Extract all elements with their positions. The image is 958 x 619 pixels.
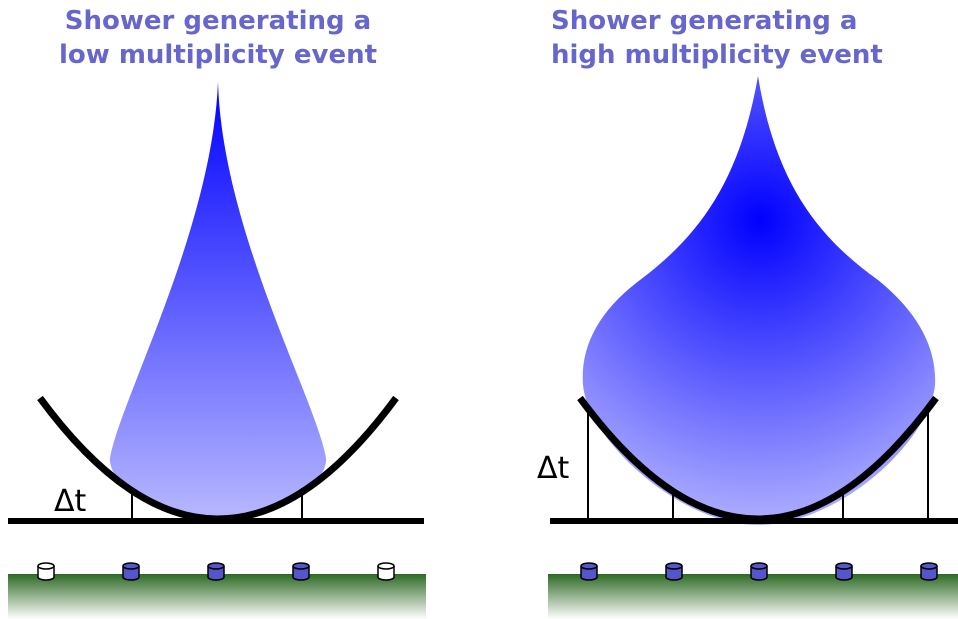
- left-detector-row: [37, 562, 395, 581]
- right-delta-t-label: Δt: [537, 451, 570, 486]
- detector-tank-active: [920, 562, 938, 581]
- detector-tank-active: [292, 562, 310, 581]
- low-multiplicity-shower: [109, 82, 327, 520]
- left-delta-t-label: Δt: [54, 484, 87, 519]
- right-title-line1: Shower generating a: [551, 6, 857, 36]
- left-title-line1: Shower generating a: [65, 6, 371, 36]
- left-panel: Shower generating a low multiplicity eve…: [8, 6, 426, 619]
- detector-tank-active: [835, 562, 853, 581]
- right-title-line2: high multiplicity event: [551, 40, 883, 70]
- left-ground: [8, 574, 426, 619]
- detector-tank-active: [665, 562, 683, 581]
- detector-tank-active: [122, 562, 140, 581]
- detector-tank-inactive: [37, 562, 55, 581]
- right-panel: Shower generating a high multiplicity ev…: [537, 6, 958, 619]
- detector-tank-inactive: [377, 562, 395, 581]
- left-title-line2: low multiplicity event: [59, 40, 377, 70]
- detector-tank-active: [207, 562, 225, 581]
- high-multiplicity-shower: [582, 76, 936, 525]
- detector-tank-active: [750, 562, 768, 581]
- detector-tank-active: [580, 562, 598, 581]
- right-ground: [548, 574, 958, 619]
- right-detector-row: [580, 562, 938, 581]
